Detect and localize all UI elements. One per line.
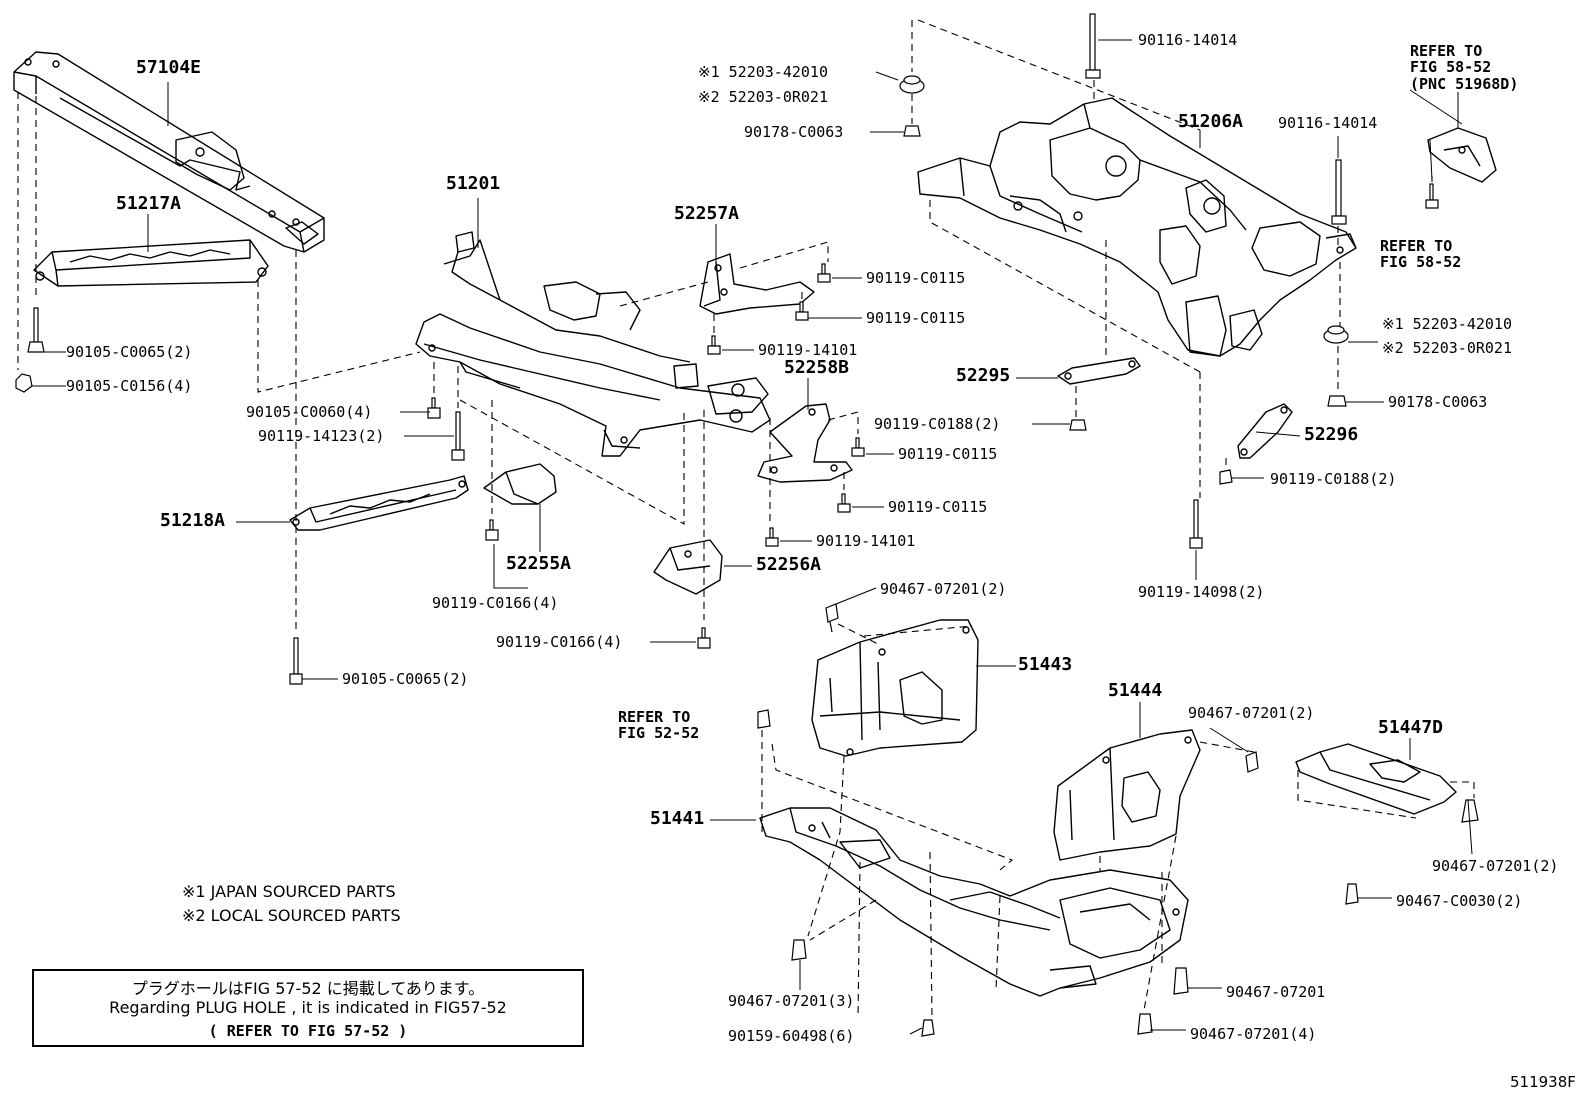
- part-57104E-drawing: [13, 51, 325, 253]
- label-90105-C0060[interactable]: 90105-C0060(4): [246, 403, 373, 421]
- ref-52-52-line1[interactable]: REFER TO: [618, 708, 691, 726]
- label-90105-C0065-top[interactable]: 90105-C0065(2): [66, 343, 193, 361]
- label-90116-14014-right[interactable]: 90116-14014: [1278, 114, 1378, 132]
- label-90467-07201-single[interactable]: 90467-07201: [1226, 983, 1326, 1001]
- label-90116-14014-top[interactable]: 90116-14014: [1138, 31, 1238, 49]
- part-52296-drawing: [1237, 403, 1293, 459]
- label-51201[interactable]: 51201: [446, 173, 501, 194]
- label-90178-C0063-right[interactable]: 90178-C0063: [1388, 393, 1488, 411]
- notice-english-line: Regarding PLUG HOLE , it is indicated in…: [109, 998, 507, 1017]
- label-57104E[interactable]: 57104E: [136, 57, 202, 78]
- label-51218A[interactable]: 51218A: [160, 510, 226, 531]
- label-52256A[interactable]: 52256A: [756, 554, 822, 575]
- label-51441[interactable]: 51441: [650, 808, 705, 829]
- diagram-id: 511938F: [1510, 1073, 1576, 1091]
- fasteners-drawing: [15, 13, 1479, 1037]
- label-52203-42010-right[interactable]: ※1 52203-42010: [1382, 315, 1512, 333]
- label-90119-14098[interactable]: 90119-14098(2): [1138, 583, 1265, 601]
- notice-reference-line[interactable]: ( REFER TO FIG 57-52 ): [208, 1022, 408, 1040]
- label-52257A[interactable]: 52257A: [674, 203, 740, 224]
- part-51217A-drawing: [33, 239, 269, 287]
- label-51217A[interactable]: 51217A: [116, 193, 182, 214]
- ref-58-52-mid-line1[interactable]: REFER TO: [1380, 237, 1453, 255]
- part-51443-drawing: [811, 619, 979, 757]
- label-52203-0R021-top[interactable]: ※2 52203-0R021: [698, 88, 828, 106]
- notice-japanese-line: プラグホールはFIG 57-52 に掲載してあります。: [131, 979, 485, 998]
- label-90467-07201-mid[interactable]: 90467-07201(2): [1188, 704, 1315, 722]
- label-90467-07201-four[interactable]: 90467-07201(4): [1190, 1025, 1317, 1043]
- part-52257A-drawing: [699, 253, 815, 315]
- ref-58-52-mid-line2[interactable]: FIG 58-52: [1380, 253, 1462, 271]
- label-90467-C0030[interactable]: 90467-C0030(2): [1396, 892, 1523, 910]
- label-51444[interactable]: 51444: [1108, 680, 1163, 701]
- part-51201-drawing: [415, 231, 771, 457]
- ref-58-52-top-line3[interactable]: (PNC 51968D): [1410, 75, 1519, 93]
- label-90105-C0156[interactable]: 90105-C0156(4): [66, 377, 193, 395]
- label-52203-42010-top[interactable]: ※1 52203-42010: [698, 63, 828, 81]
- part-52258B-drawing: [757, 403, 853, 483]
- label-90159-60498[interactable]: 90159-60498(6): [728, 1027, 855, 1045]
- label-52203-0R021-right[interactable]: ※2 52203-0R021: [1382, 339, 1512, 357]
- ref-58-52-top-line2[interactable]: FIG 58-52: [1410, 58, 1492, 76]
- label-90178-C0063-top[interactable]: 90178-C0063: [744, 123, 844, 141]
- label-90119-C0166-left[interactable]: 90119-C0166(4): [432, 594, 559, 612]
- plug-hole-notice: プラグホールはFIG 57-52 に掲載してあります。 Regarding PL…: [32, 969, 584, 1047]
- part-51447D-drawing: [1295, 743, 1457, 815]
- label-52255A[interactable]: 52255A: [506, 553, 572, 574]
- part-52295-drawing: [1057, 357, 1141, 385]
- part-51218A-drawing: [289, 475, 469, 531]
- ref-58-52-top-line1[interactable]: REFER TO: [1410, 42, 1483, 60]
- label-90119-C0115-b[interactable]: 90119-C0115: [866, 309, 966, 327]
- leader-lines: [32, 39, 1473, 1035]
- label-90467-07201-top[interactable]: 90467-07201(2): [880, 580, 1007, 598]
- label-52295[interactable]: 52295: [956, 365, 1011, 386]
- label-90119-14123[interactable]: 90119-14123(2): [258, 427, 385, 445]
- label-90119-C0166-right[interactable]: 90119-C0166(4): [496, 633, 623, 651]
- label-52258B[interactable]: 52258B: [784, 357, 850, 378]
- label-90119-C0188-left[interactable]: 90119-C0188(2): [874, 415, 1001, 433]
- label-90119-14101-top[interactable]: 90119-14101: [758, 341, 858, 359]
- label-51443[interactable]: 51443: [1018, 654, 1073, 675]
- legend-note-japan: ※1 JAPAN SOURCED PARTS: [182, 882, 396, 901]
- label-90119-C0115-c[interactable]: 90119-C0115: [898, 445, 998, 463]
- label-90119-14101-bottom[interactable]: 90119-14101: [816, 532, 916, 550]
- label-90119-C0115-d[interactable]: 90119-C0115: [888, 498, 988, 516]
- label-90467-07201-right[interactable]: 90467-07201(2): [1432, 857, 1559, 875]
- assembly-lines: [17, 19, 1475, 1019]
- label-51447D[interactable]: 51447D: [1378, 717, 1444, 738]
- label-90119-C0115-a[interactable]: 90119-C0115: [866, 269, 966, 287]
- part-51206A-drawing: [917, 97, 1357, 357]
- label-90119-C0188-right[interactable]: 90119-C0188(2): [1270, 470, 1397, 488]
- part-52256A-drawing: [653, 539, 723, 595]
- label-90467-07201-three[interactable]: 90467-07201(3): [728, 992, 855, 1010]
- label-51206A[interactable]: 51206A: [1178, 111, 1244, 132]
- bracket-51968D-drawing: [1427, 127, 1497, 183]
- label-52296[interactable]: 52296: [1304, 424, 1359, 445]
- part-51444-drawing: [1053, 729, 1201, 861]
- legend-note-local: ※2 LOCAL SOURCED PARTS: [182, 906, 401, 925]
- label-90105-C0065-bottom[interactable]: 90105-C0065(2): [342, 670, 469, 688]
- part-52255A-drawing: [483, 463, 557, 505]
- ref-52-52-line2[interactable]: FIG 52-52: [618, 724, 700, 742]
